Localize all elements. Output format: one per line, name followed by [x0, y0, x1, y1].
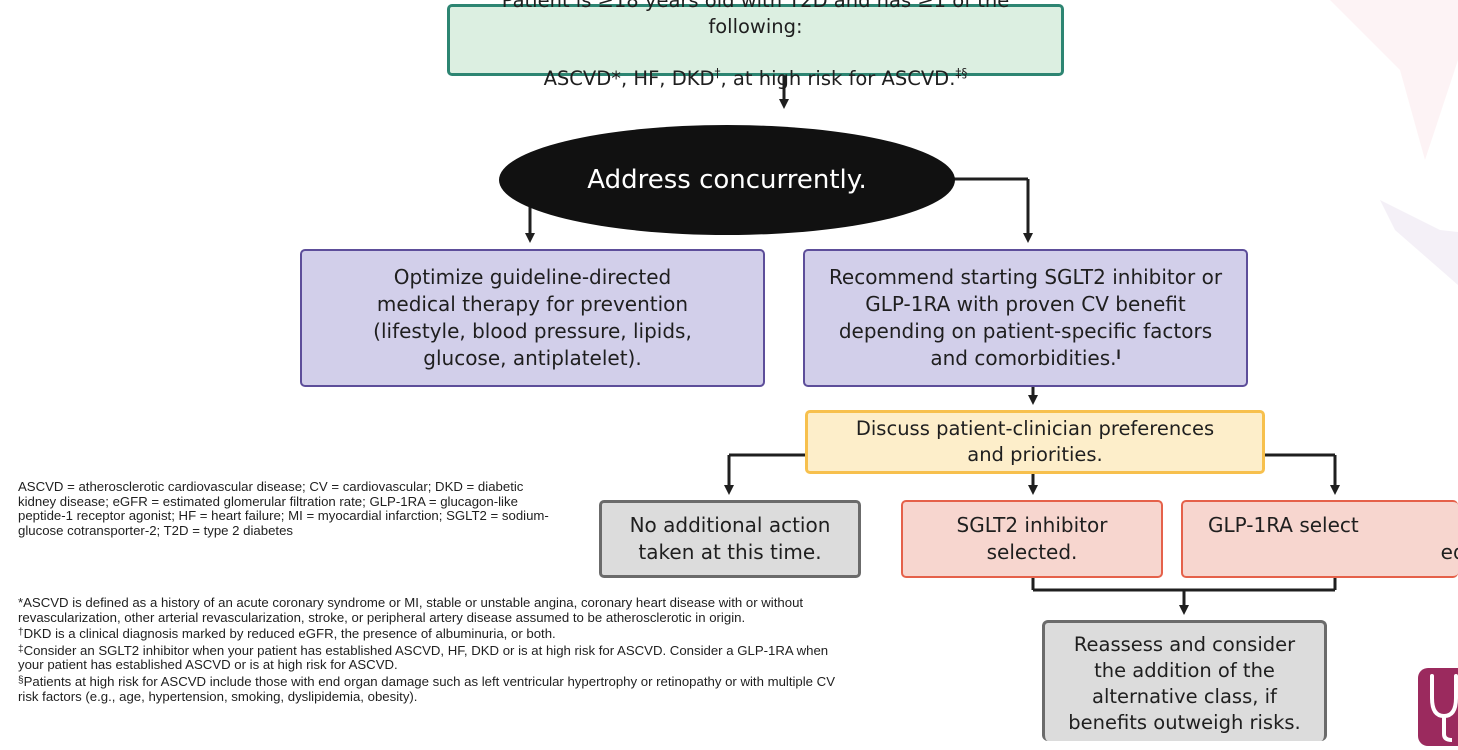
discuss-preferences-box: Discuss patient-clinician preferences an…	[805, 410, 1265, 474]
sglt2-selected-box: SGLT2 inhibitor selected.	[901, 500, 1163, 578]
footnotes: *ASCVD is defined as a history of an acu…	[18, 595, 848, 706]
start-line-2: ASCVD*, HF, DKD†, at high risk for ASCVD…	[543, 66, 968, 90]
recommend-mark: l	[1116, 348, 1121, 362]
glp1-line-2: ed.	[1440, 540, 1458, 564]
discuss-text: Discuss patient-clinician preferences an…	[855, 417, 1215, 466]
recommend-text: Recommend starting SGLT2 inhibitor or GL…	[828, 265, 1223, 370]
dagger-mark: †	[714, 66, 721, 80]
stethoscope-icon	[1430, 674, 1458, 742]
footnote-sglt2-glp1: ‡Consider an SGLT2 inhibitor when your p…	[18, 642, 829, 673]
footnote-high-risk: §Patients at high risk for ASCVD include…	[18, 673, 836, 704]
address-concurrently-oval: Address concurrently.	[499, 125, 955, 235]
sglt2-text: SGLT2 inhibitor selected.	[956, 513, 1108, 564]
reassess-box: Reassess and consider the addition of th…	[1042, 620, 1327, 741]
glp1-line-1: GLP-1RA select	[1208, 513, 1359, 537]
no-action-text: No additional action taken at this time.	[629, 513, 831, 564]
double-dagger-section-mark: ‡§	[955, 66, 968, 80]
start-criteria-box: Patient is ≥18 years old with T2D and ha…	[447, 0, 1064, 90]
no-action-box: No additional action taken at this time.	[599, 500, 861, 578]
reassess-text: Reassess and consider the addition of th…	[1068, 633, 1301, 734]
optimize-text: Optimize guideline-directed medical ther…	[373, 265, 692, 370]
footnote-dkd: †DKD is a clinical diagnosis marked by r…	[18, 626, 556, 642]
footnote-ascvd: *ASCVD is defined as a history of an acu…	[18, 595, 804, 625]
recommend-sglt2-glp1-box: Recommend starting SGLT2 inhibitor or GL…	[803, 249, 1248, 387]
oval-label: Address concurrently.	[587, 165, 867, 195]
stethoscope-badge	[1418, 668, 1458, 746]
abbreviations-note: ASCVD = atherosclerotic cardiovascular d…	[18, 479, 549, 538]
start-line-1: Patient is ≥18 years old with T2D and ha…	[501, 0, 1010, 38]
optimize-therapy-box: Optimize guideline-directed medical ther…	[300, 249, 765, 387]
glp1-selected-box: GLP-1RA select ed.	[1181, 500, 1458, 578]
